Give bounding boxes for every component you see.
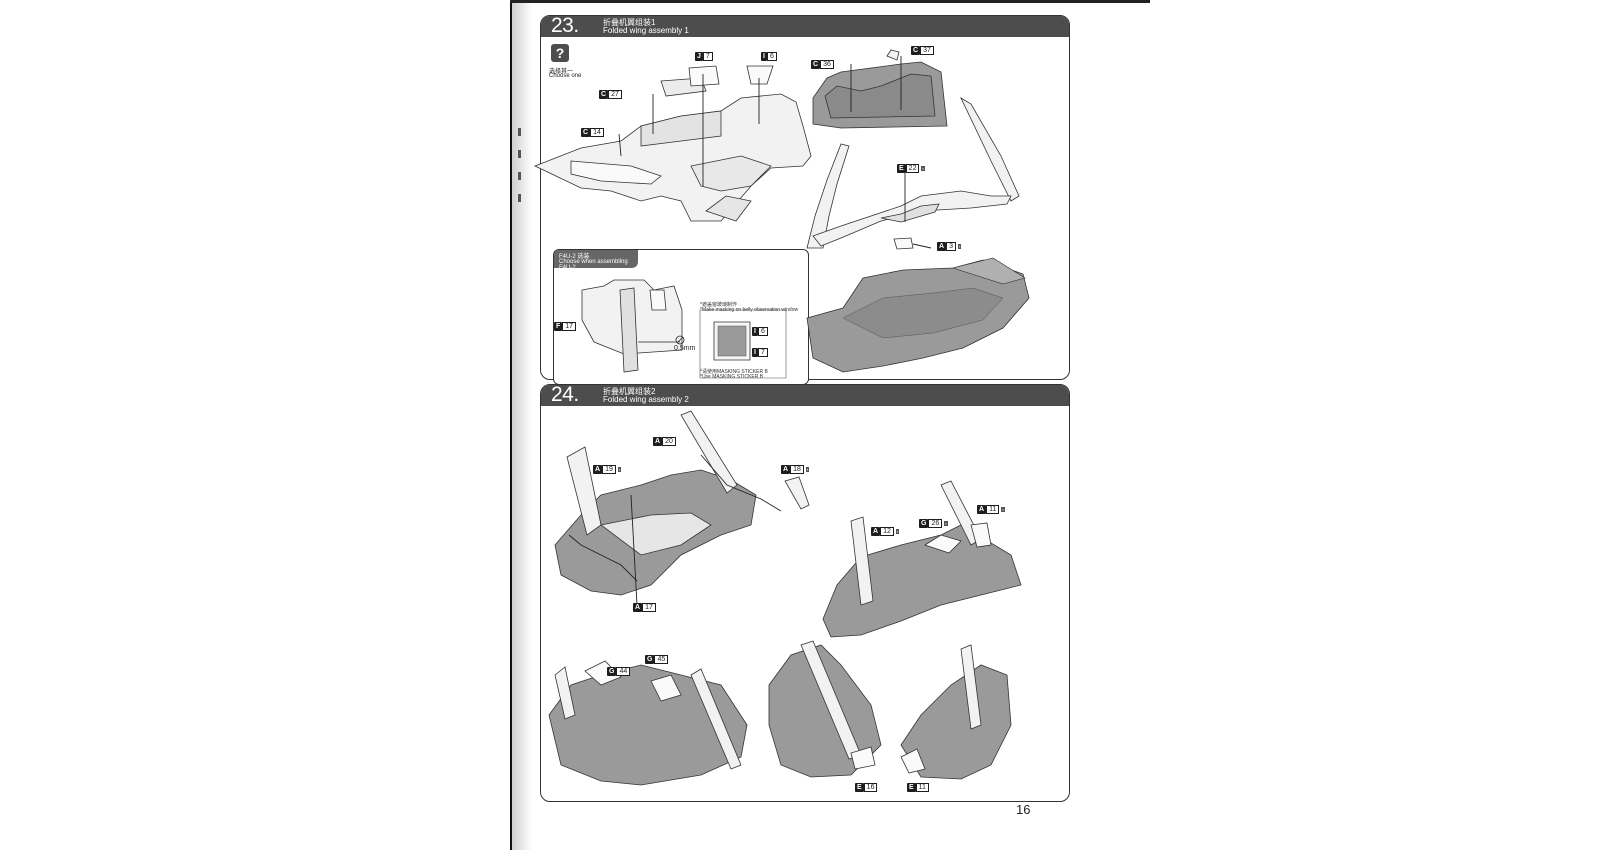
sticker-note-cn: *请使用MASKING STICKER B	[700, 369, 768, 375]
sub-label-icon: ▪	[805, 467, 810, 472]
step-23-title-cn: 折叠机翼组装1	[603, 18, 656, 27]
step-24-panel: 24. 折叠机翼组装2 Folded wing assembly 2	[540, 383, 1070, 802]
gutter-mark	[518, 172, 521, 180]
drill-size-label: 0.5mm	[674, 345, 696, 352]
scan-gutter-shadow	[512, 0, 532, 850]
sub-label-icon: ▪	[957, 244, 962, 249]
choose-one-label-en: Choose one	[549, 73, 582, 79]
gutter-mark	[518, 128, 521, 136]
step-23-panel: 23. 折叠机翼组装1 Folded wing assembly 1 ? 选择其…	[533, 14, 1070, 385]
step-24-header: 24. 折叠机翼组装2 Folded wing assembly 2	[541, 383, 1069, 406]
page-number: 16	[1016, 802, 1031, 817]
sub-label-icon: ▪	[1001, 507, 1005, 512]
step-23-number: 23.	[551, 14, 579, 37]
scan-edge-line	[510, 0, 512, 850]
gutter-mark	[518, 194, 521, 202]
step-24-title-en: Folded wing assembly 2	[603, 395, 689, 404]
inset-fuselage-illustration	[581, 279, 787, 379]
sub-label-icon: ▪	[944, 521, 948, 526]
step-24-title-cn: 折叠机翼组装2	[603, 387, 656, 396]
sub-label-icon: ▪	[617, 467, 622, 472]
masking-note-en: *Make masking on belly observation windo…	[700, 307, 799, 313]
scan-top-line	[510, 0, 1150, 3]
sub-label-icon: ▪	[921, 166, 925, 171]
cockpit-floor-illustration	[806, 257, 1030, 373]
gutter-mark	[518, 150, 521, 158]
inset-header: F4U-2 选装 Choose when assembling F4U-2	[554, 250, 638, 271]
inset-title-en: Choose when assembling F4U-2	[559, 259, 628, 271]
question-icon: ?	[551, 44, 569, 62]
inset-title-cn: F4U-2 选装	[559, 254, 590, 260]
step-23-header: 23. 折叠机翼组装1 Folded wing assembly 1	[541, 14, 1069, 37]
sub-label-icon: ▪	[895, 529, 900, 534]
wing-assembly-illustration	[533, 49, 1020, 250]
choose-one-label-cn: 选择其一	[549, 69, 574, 75]
wing-fold-illustration	[548, 410, 1022, 786]
sticker-note-en: *Use MASKING STICKER B	[700, 374, 764, 380]
step-24-number: 24.	[551, 383, 579, 406]
masking-note-cn: *遮盖窗玻璃制作	[700, 302, 737, 308]
step-23-title-en: Folded wing assembly 1	[603, 26, 689, 35]
